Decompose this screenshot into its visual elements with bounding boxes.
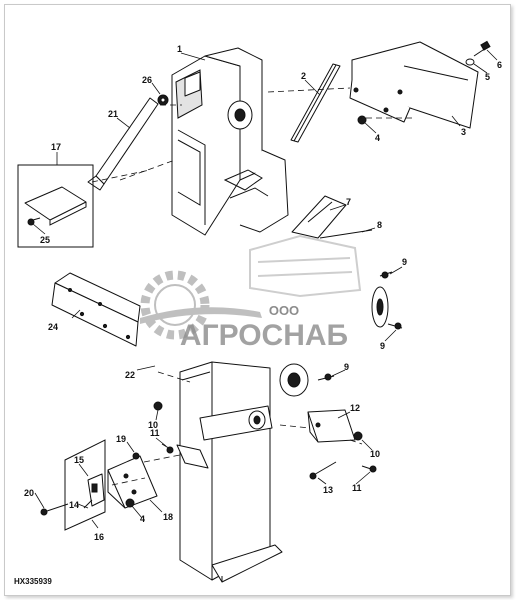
bolt-11-left [161,443,174,454]
callout-24: 24 [48,322,58,332]
inset-box-17 [17,164,94,248]
callout-11-left: 11 [150,428,160,438]
callout-12: 12 [350,403,360,413]
callout-5: 5 [485,72,490,82]
callout-10-left: 10 [148,420,158,430]
callout-20: 20 [24,488,34,498]
watermark-line2: АГРОСНАБ [180,319,348,352]
callout-6: 6 [497,60,502,70]
callout-22: 22 [125,370,135,380]
part-mount-plate [199,405,273,441]
callout-3: 3 [461,127,466,137]
callout-21: 21 [108,109,118,119]
bolt-9-c [317,373,335,381]
callout-19: 19 [116,434,126,444]
pulley-upper [371,286,389,328]
bolt-9-b [387,322,403,330]
align-line [267,87,351,93]
bolt-19 [132,452,140,460]
align-line [143,454,181,463]
callout-18: 18 [163,512,173,522]
part-clip [176,444,209,469]
callout-8: 8 [377,220,382,230]
bolt-20 [40,503,69,516]
part-column-lower [179,361,283,583]
callout-7: 7 [346,197,351,207]
bolt-6 [473,40,491,57]
callout-10-right: 10 [370,449,380,459]
part-plate-7 [291,195,347,239]
inset-box-16 [64,439,106,531]
pulley-lower [279,363,309,397]
callout-15: 15 [74,455,84,465]
callout-9-a: 9 [402,257,407,267]
callout-11-right: 11 [352,483,362,493]
leader-lines [32,49,498,529]
callout-9-b: 9 [380,341,385,351]
part-shield-21 [87,97,159,191]
part-housing-upper [171,47,289,236]
callout-17: 17 [51,142,61,152]
part-bracket-18 [107,455,158,509]
nut-4-lower [125,498,135,508]
nut-10-right [353,431,363,441]
part-bracket-upper-right [349,41,479,129]
callout-labels: 1 2 3 4 4 5 6 7 8 9 9 9 10 10 11 11 12 1… [24,44,502,542]
nut-26 [157,94,169,106]
callout-4-lower: 4 [140,514,145,524]
part-strip [290,63,341,143]
bolt-13 [309,461,337,480]
part-angle-24 [51,272,141,347]
callout-13: 13 [323,485,333,495]
bolt-11-right [361,465,377,473]
align-line [279,424,311,429]
align-line [111,477,146,486]
watermark-line1: ООО [269,303,299,318]
align-line [349,439,363,445]
callout-2: 2 [301,71,306,81]
screw-25 [27,217,41,226]
figure-id: HX335939 [14,577,52,586]
callout-9-c: 9 [344,362,349,372]
callout-26: 26 [142,75,152,85]
callout-4-upper: 4 [375,133,380,143]
washer-5 [465,58,475,66]
callout-14: 14 [69,500,79,510]
bolt-9-a [379,271,393,279]
callout-1: 1 [177,44,182,54]
align-line [157,371,191,383]
part-bracket-12 [307,409,356,443]
align-line [119,159,176,181]
callout-25: 25 [40,235,50,245]
nut-10-left [153,401,163,411]
agrosnab-watermark-logo [140,234,362,340]
callout-16: 16 [94,532,104,542]
